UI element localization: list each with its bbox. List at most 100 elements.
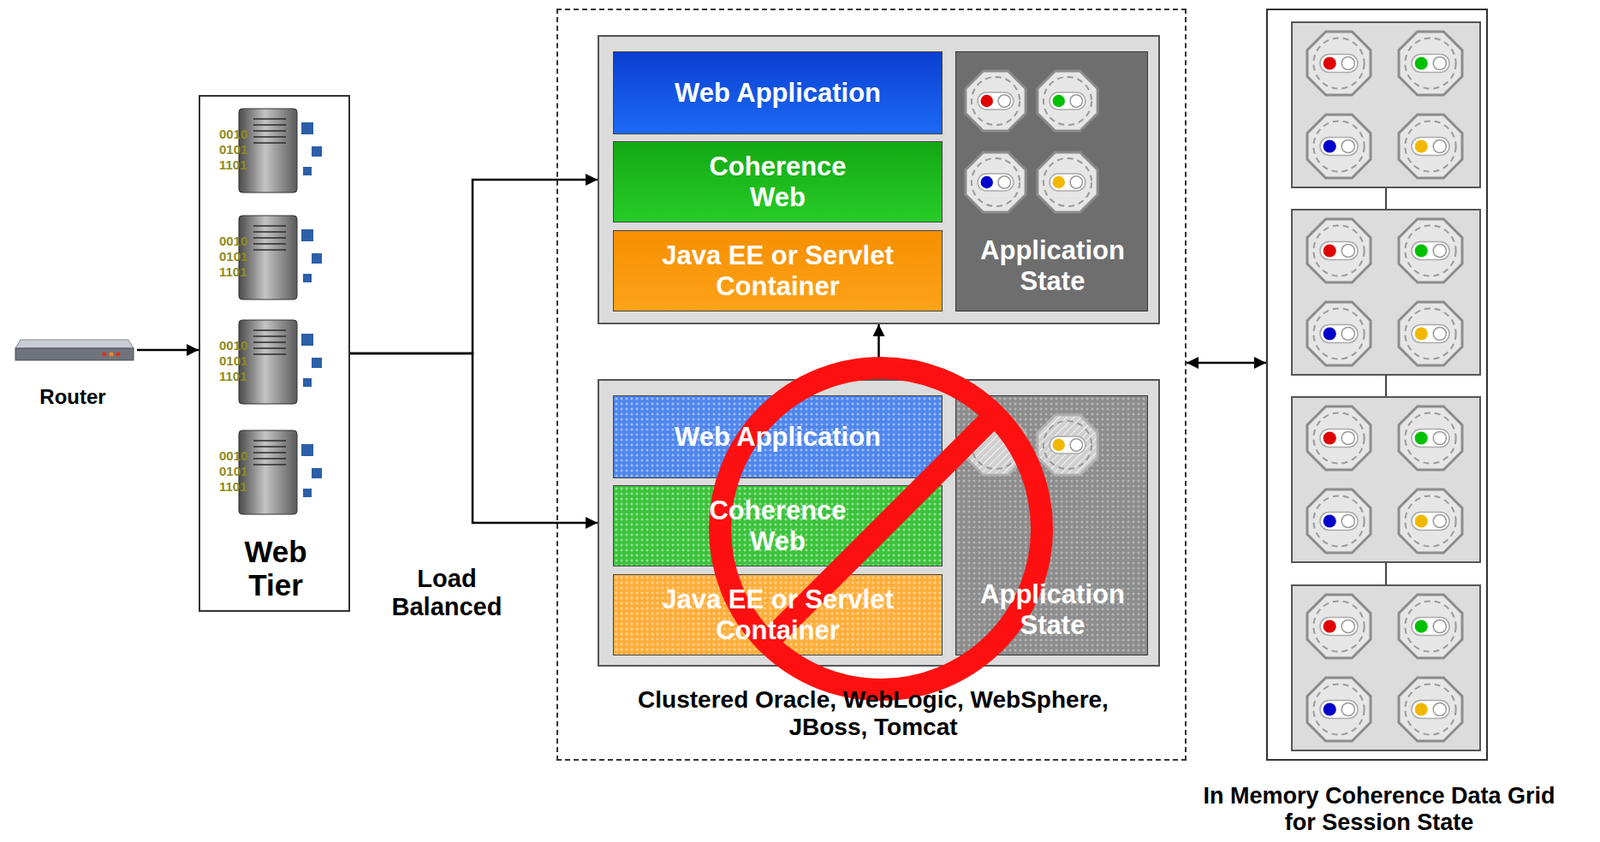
session-slot <box>1433 243 1446 257</box>
session-dot <box>1323 431 1337 445</box>
session-octagon <box>1037 152 1098 213</box>
data-square <box>311 468 322 479</box>
session-pill <box>1411 54 1450 73</box>
session-slot <box>1433 702 1446 716</box>
session-slot <box>1070 439 1083 452</box>
session-icons <box>956 52 1149 232</box>
session-octagon <box>1307 114 1371 179</box>
layer-box: Web Application <box>612 51 943 135</box>
session-ring <box>1043 158 1092 207</box>
session-dot <box>1323 139 1337 153</box>
router-icon <box>8 338 137 373</box>
session-pill <box>1411 242 1450 261</box>
session-ring <box>1404 600 1456 652</box>
session-octagon <box>1307 594 1371 659</box>
failed-server-box: Web ApplicationCoherence WebJava EE or S… <box>597 379 1160 667</box>
node-label: Java EE or Servlet Container <box>624 584 933 646</box>
session-octagon <box>1398 594 1463 659</box>
session-octagon <box>1307 302 1371 366</box>
connector-arrow <box>350 353 598 524</box>
session-octagon <box>1398 219 1463 283</box>
session-ring <box>1043 421 1092 470</box>
node-label: In Memory Coherence Data Grid for Sessio… <box>1199 783 1559 837</box>
binary-digits: 0010 <box>219 127 248 141</box>
session-octagon <box>1398 31 1463 96</box>
session-ring <box>971 77 1020 125</box>
web-tier-box: Web Tier00100101110100100101110100100101… <box>198 95 351 613</box>
session-ring <box>1404 37 1456 89</box>
node-label: Web Tier <box>228 535 323 602</box>
data-square <box>303 166 312 176</box>
grid-link <box>1385 187 1387 210</box>
session-pill <box>1411 325 1450 344</box>
grid-member <box>1291 22 1481 188</box>
session-dot <box>1415 56 1428 70</box>
session-octagon <box>1307 489 1371 554</box>
node-label: Java EE or Servlet Container <box>624 240 933 302</box>
session-pill <box>1411 137 1450 156</box>
session-ring <box>1313 37 1364 89</box>
session-slot <box>1341 56 1355 70</box>
session-octagon <box>1037 71 1098 131</box>
session-octagon <box>1307 31 1371 96</box>
session-octagon <box>1307 678 1371 742</box>
session-octagon <box>1398 489 1463 554</box>
session-slot <box>1433 56 1446 70</box>
session-octagon <box>1307 219 1371 283</box>
session-dot <box>981 95 994 108</box>
binary-digits: 0101 <box>219 464 248 478</box>
session-slot <box>1341 327 1355 340</box>
grid-member <box>1291 585 1481 751</box>
session-octagon <box>965 152 1026 213</box>
session-pill <box>1320 429 1358 448</box>
session-pill <box>1320 701 1358 720</box>
data-square <box>301 122 314 135</box>
session-ring <box>1313 495 1364 547</box>
session-slot <box>1433 619 1446 633</box>
session-pill <box>1411 512 1450 531</box>
session-slot <box>1433 327 1446 340</box>
session-octagon <box>1307 406 1371 470</box>
binary-digits: 0101 <box>219 354 248 368</box>
node-label: Coherence Web <box>688 151 869 213</box>
session-dot <box>1323 619 1337 633</box>
session-ring <box>1313 308 1364 359</box>
grid-link <box>1385 562 1387 586</box>
data-square <box>311 146 322 157</box>
session-ring <box>1404 308 1456 359</box>
session-dot <box>1415 702 1428 716</box>
binary-digits: 0101 <box>219 249 248 263</box>
session-slot <box>1433 139 1446 153</box>
binary-digits: 1101 <box>219 265 248 279</box>
session-pill <box>977 92 1014 110</box>
session-octagon <box>965 415 1026 476</box>
session-pill <box>1049 436 1086 454</box>
connector-arrow <box>1186 362 1267 365</box>
session-pill <box>977 173 1014 191</box>
session-octagon <box>965 71 1026 131</box>
session-slot <box>998 95 1011 108</box>
binary-digits: 0010 <box>219 449 248 463</box>
session-pill <box>1320 325 1358 344</box>
node-label: Clustered Oracle, WebLogic, WebSphere, J… <box>633 686 1113 742</box>
session-pill <box>1411 701 1450 720</box>
session-pill <box>1320 54 1358 73</box>
session-dot <box>981 176 994 189</box>
session-slot <box>1341 619 1355 633</box>
session-slot <box>1341 514 1355 528</box>
data-square <box>301 229 314 242</box>
session-dot <box>1415 243 1428 257</box>
data-square <box>301 444 314 457</box>
session-octagon <box>1398 406 1463 470</box>
session-ring <box>1313 684 1364 735</box>
data-grid-box: In Memory Coherence Data Grid for Sessio… <box>1266 8 1488 762</box>
session-slot <box>1433 514 1446 528</box>
layer-box: Coherence Web <box>612 141 943 223</box>
grid-link <box>1385 374 1387 398</box>
layer-box: Java EE or Servlet Container <box>612 230 943 312</box>
data-square <box>301 333 314 346</box>
session-ring <box>1404 225 1456 276</box>
session-slot <box>1341 431 1355 445</box>
session-dot <box>1415 327 1428 340</box>
session-dot <box>1323 327 1337 340</box>
